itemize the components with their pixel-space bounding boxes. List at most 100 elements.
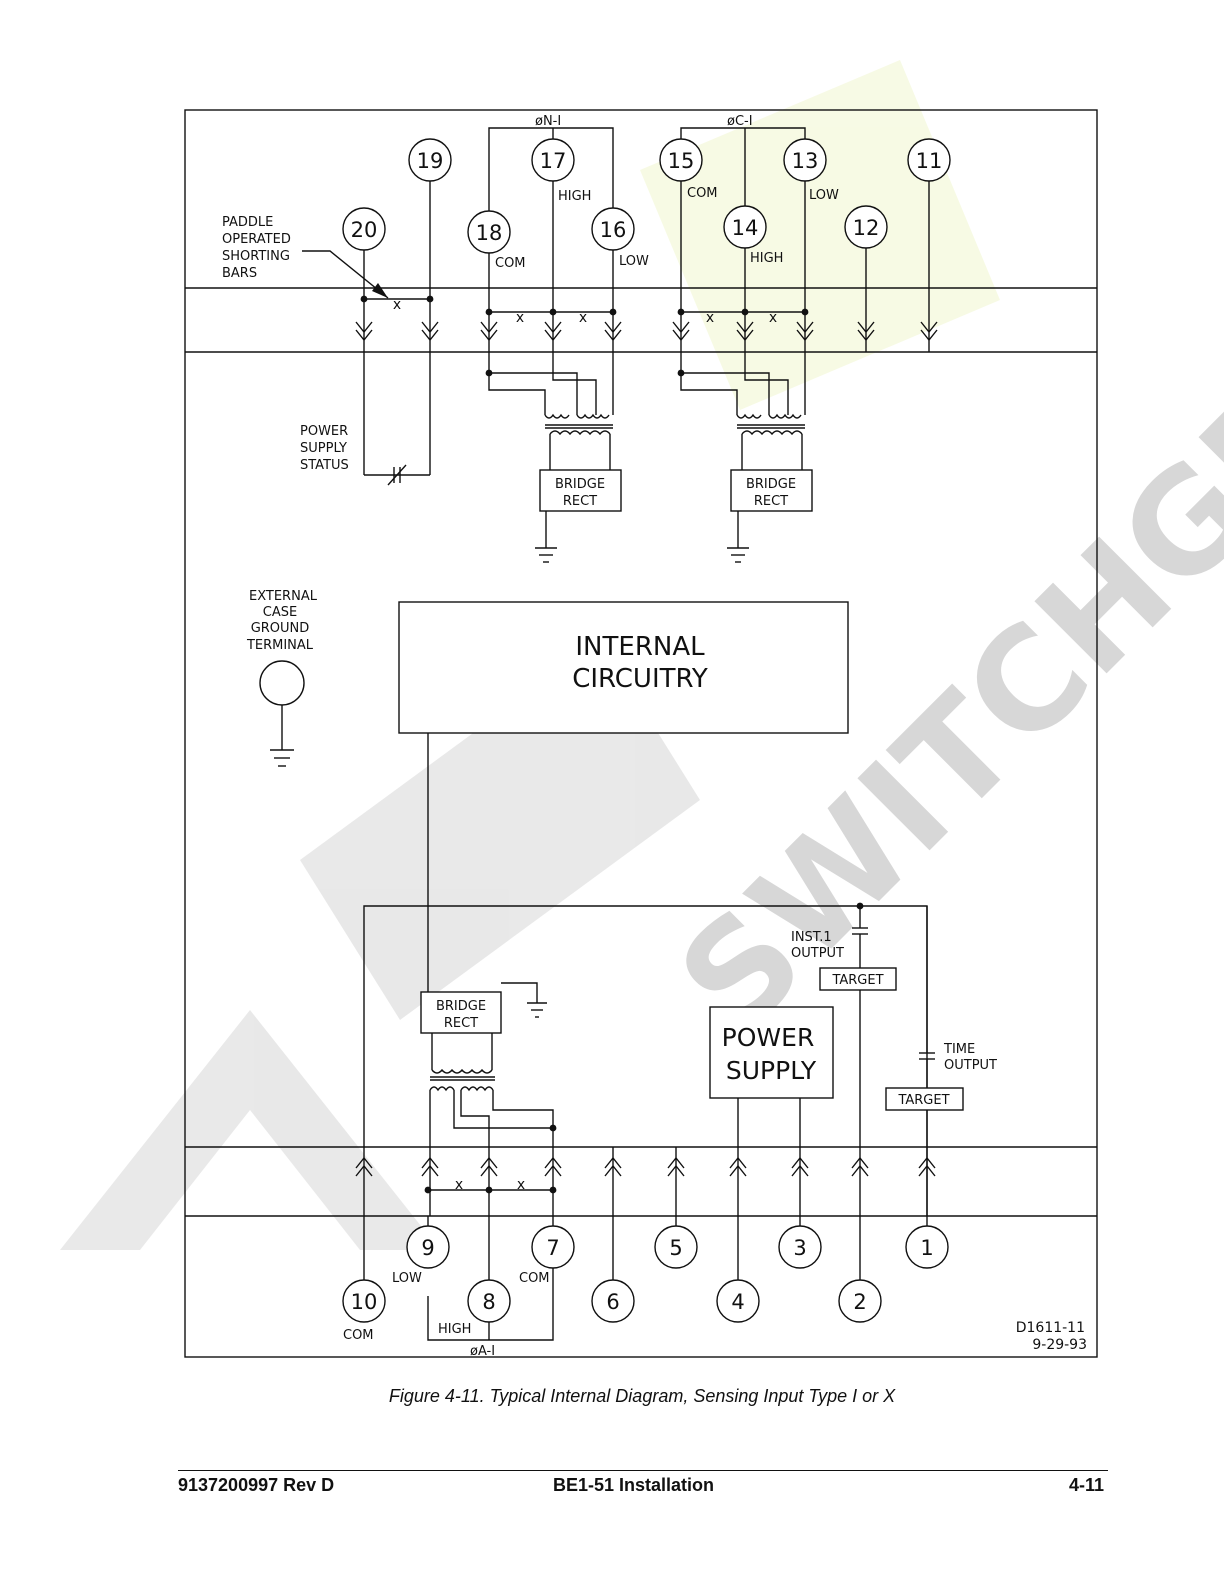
power-supply-status-line3: STATUS <box>300 458 349 473</box>
external-ground-terminal[interactable] <box>259 660 305 706</box>
external-ground-label: EXTERNAL CASE GROUND TERMINAL <box>246 589 318 653</box>
paddle-label-line4: BARS <box>222 266 257 281</box>
terminal-6[interactable] <box>591 1279 635 1323</box>
terminal-16-low-label: LOW <box>619 254 649 269</box>
terminal-17-number: 17 <box>540 149 567 173</box>
footer-page-number: 4-11 <box>1068 1475 1104 1495</box>
external-ground-line4: TERMINAL <box>246 638 314 653</box>
top-chevrons <box>355 321 938 342</box>
bottom-leads <box>363 1216 928 1280</box>
bridge-rect-n-line2: RECT <box>563 494 597 509</box>
internal-circuitry-box <box>398 601 849 734</box>
terminal-1[interactable] <box>905 1225 949 1269</box>
time-output-line1: TIME <box>943 1042 975 1057</box>
ground-icon <box>727 511 749 563</box>
power-supply-line2: SUPPLY <box>726 1056 817 1085</box>
terminal-14-number: 14 <box>732 216 759 240</box>
figure-caption: Figure 4-11. Typical Internal Diagram, S… <box>388 1386 896 1406</box>
footer-title: BE1-51 Installation <box>553 1475 715 1495</box>
top-terminals <box>342 138 951 254</box>
terminal-4[interactable] <box>716 1279 760 1323</box>
top-terminal-labels: HIGH COM LOW COM LOW HIGH <box>495 186 839 271</box>
terminal-2-number: 2 <box>853 1290 866 1314</box>
phase-n-transformer <box>488 372 614 470</box>
paddle-label-line2: OPERATED <box>222 232 291 247</box>
external-ground-line1: EXTERNAL <box>249 589 318 604</box>
terminal-20-number: 20 <box>351 218 378 242</box>
terminal-18-number: 18 <box>476 221 503 245</box>
bridge-rect-a-line1: BRIDGE <box>436 999 486 1014</box>
svg-text:x: x <box>393 297 401 313</box>
terminal-4-number: 4 <box>731 1290 744 1314</box>
paddle-arrowhead <box>372 283 388 298</box>
external-ground-line2: CASE <box>263 605 297 620</box>
external-ground-line3: GROUND <box>251 621 310 636</box>
terminal-3-number: 3 <box>793 1236 806 1260</box>
target-time-label: TARGET <box>897 1093 949 1108</box>
phase-c-transformer <box>680 372 806 470</box>
terminal-10-number: 10 <box>351 1290 378 1314</box>
bridge-rect-c-line1: BRIDGE <box>746 477 796 492</box>
svg-text:x: x <box>769 310 777 326</box>
bottom-chevrons <box>355 1156 936 1177</box>
svg-text:x: x <box>579 310 587 326</box>
bottom-terminal-labels: LOW COM COM HIGH <box>343 1271 550 1343</box>
terminal-9-low-label: LOW <box>392 1271 422 1286</box>
paddle-label-line3: SHORTING <box>222 249 290 264</box>
terminal-16-number: 16 <box>600 218 627 242</box>
terminal-12-number: 12 <box>853 216 880 240</box>
phase-brackets <box>427 127 806 1341</box>
terminal-5-number: 5 <box>669 1236 682 1260</box>
paddle-label-line1: PADDLE <box>222 215 273 230</box>
terminal-8-high-label: HIGH <box>438 1322 471 1337</box>
status-contact <box>387 464 407 486</box>
power-supply-status-line2: SUPPLY <box>300 441 347 456</box>
ground-icon <box>535 511 557 563</box>
diagram-frame <box>184 109 1098 1358</box>
terminal-14-high-label: HIGH <box>750 251 783 266</box>
phase-n-label: øN-I <box>535 114 561 129</box>
time-output-line2: OUTPUT <box>944 1058 997 1073</box>
paddle-label: PADDLE OPERATED SHORTING BARS <box>222 215 291 281</box>
target-inst-label: TARGET <box>831 973 883 988</box>
terminal-7[interactable] <box>531 1225 575 1269</box>
terminal-17-high-label: HIGH <box>558 189 591 204</box>
terminal-10[interactable] <box>342 1279 386 1323</box>
svg-text:x: x <box>517 1177 525 1193</box>
terminal-13-number: 13 <box>792 149 819 173</box>
target-time <box>885 1087 964 1111</box>
terminal-3[interactable] <box>778 1225 822 1269</box>
terminal-11-number: 11 <box>916 149 943 173</box>
phase-c-label: øC-I <box>727 114 753 129</box>
power-supply-status-line1: POWER <box>300 424 348 439</box>
internal-circuitry-line1: INTERNAL <box>575 632 705 662</box>
terminal-9[interactable] <box>406 1225 450 1269</box>
bridge-rect-a-line2: RECT <box>444 1016 478 1031</box>
terminal-13-low-label: LOW <box>809 188 839 203</box>
terminal-15-com-label: COM <box>687 186 718 201</box>
power-supply-status-label: POWER SUPPLY STATUS <box>300 424 349 473</box>
terminal-8[interactable] <box>467 1279 511 1323</box>
terminal-2[interactable] <box>838 1279 882 1323</box>
drawing-date: 9-29-93 <box>1032 1337 1087 1353</box>
phase-a-label: øA-I <box>470 1344 495 1359</box>
inst-output-line2: OUTPUT <box>791 946 844 961</box>
terminal-10-com-label: COM <box>343 1328 374 1343</box>
footer-doc-number: 9137200997 Rev D <box>178 1475 335 1495</box>
terminal-18-com-label: COM <box>495 256 526 271</box>
terminal-9-number: 9 <box>421 1236 434 1260</box>
terminal-15-number: 15 <box>668 149 695 173</box>
bridge-rect-c <box>730 469 813 512</box>
paddle-leader <box>302 250 389 299</box>
terminal-6-number: 6 <box>606 1290 619 1314</box>
svg-text:x: x <box>516 310 524 326</box>
junction-dots <box>360 295 809 377</box>
svg-text:x: x <box>706 310 714 326</box>
terminal-1-number: 1 <box>920 1236 933 1260</box>
drawing-number: D1611-11 <box>1016 1320 1085 1336</box>
svg-text:x: x <box>455 1177 463 1193</box>
terminal-5[interactable] <box>654 1225 698 1269</box>
